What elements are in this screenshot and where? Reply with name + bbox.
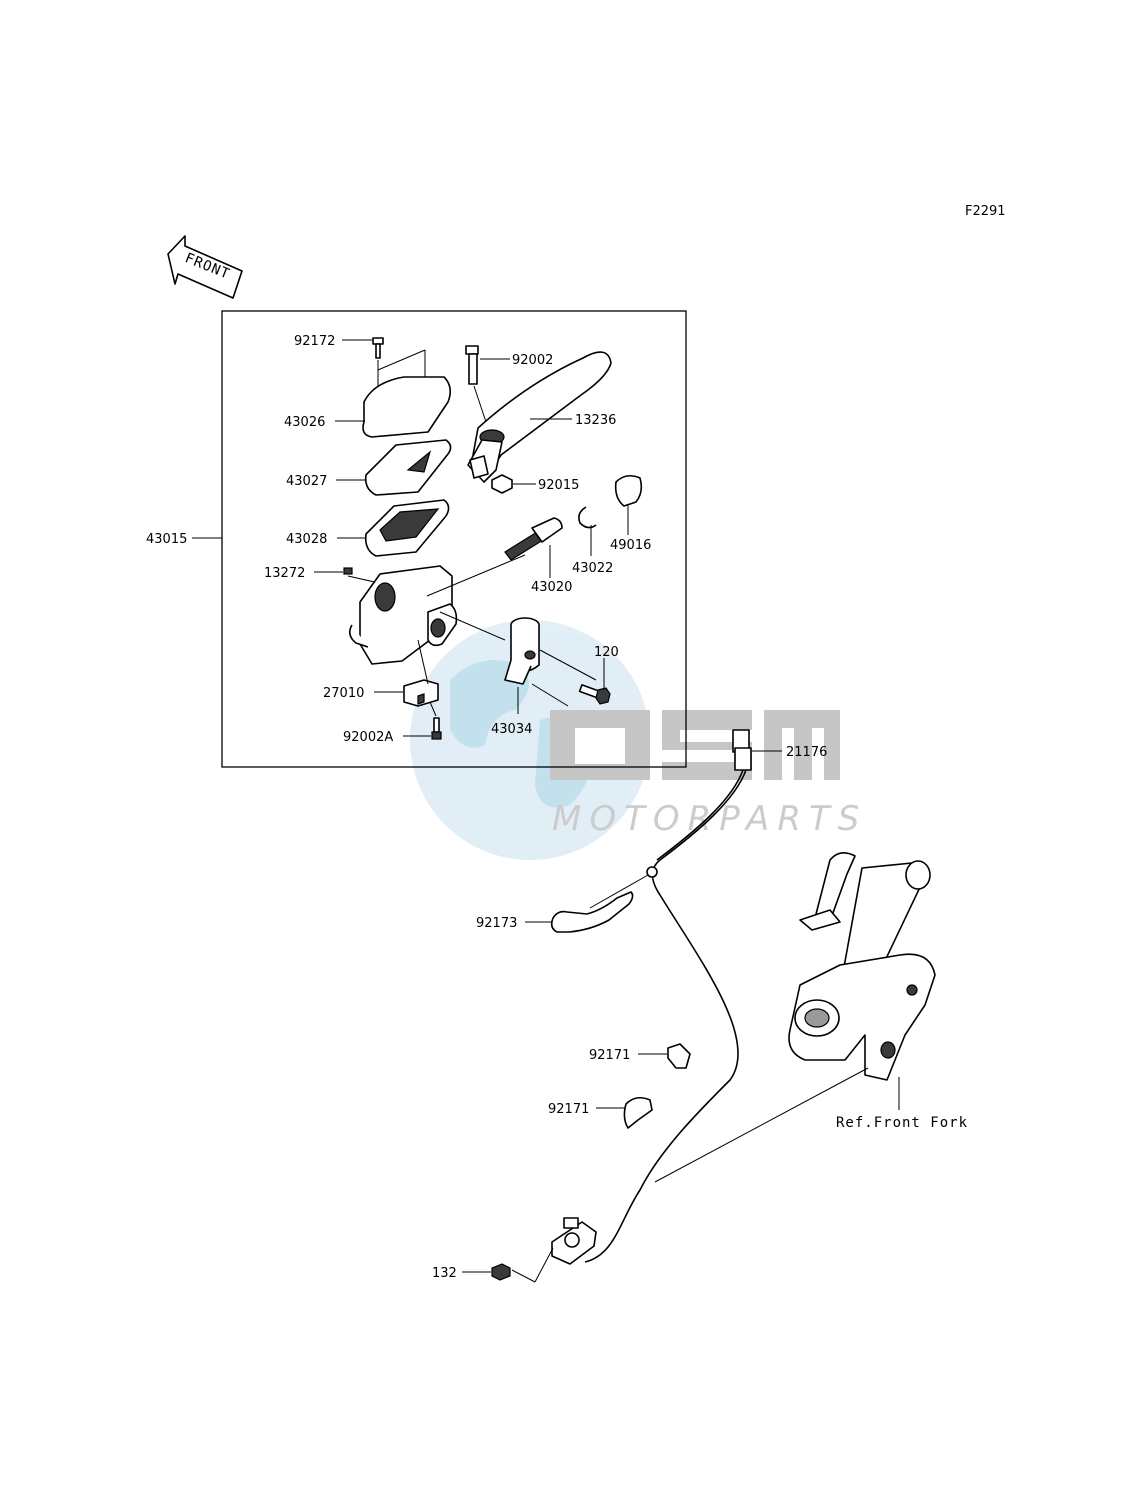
- label-92173: 92173: [476, 916, 517, 931]
- brake-lever-13236-icon: [467, 351, 612, 483]
- label-92015: 92015: [538, 478, 579, 493]
- clip-92171-icon: [667, 1043, 691, 1069]
- brake-hose: [584, 769, 747, 1263]
- boot-49016-icon: [614, 474, 643, 507]
- figure-code: F2291: [965, 204, 1006, 219]
- ref-front-fork-label: Ref.Front Fork: [836, 1115, 968, 1131]
- label-43015: 43015: [146, 532, 187, 547]
- screw-13272-icon: [343, 567, 353, 575]
- pivot-bolt-92002-icon: [465, 345, 479, 385]
- label-21176: 21176: [786, 745, 827, 760]
- label-27010: 27010: [323, 686, 364, 701]
- label-92172: 92172: [294, 334, 335, 349]
- label-13272: 13272: [264, 566, 305, 581]
- watermark-letter-m: [764, 710, 840, 780]
- label-132: 132: [432, 1266, 457, 1281]
- label-43026: 43026: [284, 415, 325, 430]
- front-fork-icon: [788, 852, 936, 1081]
- label-92002: 92002: [512, 353, 553, 368]
- label-49016: 49016: [610, 538, 651, 553]
- front-arrow-icon: FRONT: [167, 235, 243, 299]
- clip-92171-lower-icon: [623, 1096, 653, 1129]
- master-cylinder-body-icon: [348, 565, 506, 665]
- label-43027: 43027: [286, 474, 327, 489]
- screw-92002A-icon: [431, 717, 442, 740]
- assembly-frame: [221, 310, 687, 768]
- circlip-43022-icon: [578, 506, 597, 529]
- nut-92015-icon: [491, 474, 513, 494]
- plate-43027-icon: [364, 439, 452, 496]
- switch-27010-icon: [403, 679, 439, 707]
- connector-21176-icon: [732, 729, 752, 771]
- label-43020: 43020: [531, 580, 572, 595]
- label-92171-upper: 92171: [589, 1048, 630, 1063]
- bolt-120-icon: [578, 684, 611, 705]
- watermark: MOTORPARTS: [410, 620, 859, 860]
- label-92002A: 92002A: [343, 730, 393, 745]
- label-92171-lower: 92171: [548, 1102, 589, 1117]
- label-120: 120: [594, 645, 619, 660]
- holder-43034-icon: [504, 617, 540, 685]
- bolt-132-icon: [491, 1263, 511, 1281]
- hose-joint-icon: [646, 866, 658, 878]
- banjo-fitting-icon: [551, 1217, 597, 1265]
- screw-92172-icon: [372, 337, 384, 359]
- label-43022: 43022: [572, 561, 613, 576]
- clamp-92173-icon: [550, 891, 634, 933]
- label-13236: 13236: [575, 413, 616, 428]
- piston-kit-43020-icon: [504, 517, 563, 561]
- label-43034: 43034: [491, 722, 532, 737]
- reservoir-cap-43026-icon: [362, 376, 452, 438]
- label-43028: 43028: [286, 532, 327, 547]
